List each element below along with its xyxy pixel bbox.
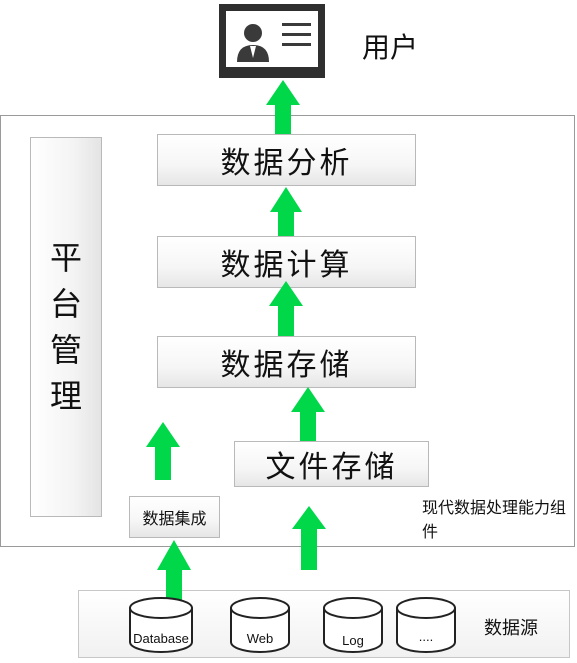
data-storage-box: 数据存储 <box>157 336 416 388</box>
user-id-card-icon <box>219 4 325 78</box>
data-analysis-box: 数据分析 <box>157 134 416 186</box>
web-cylinder-icon <box>230 597 290 653</box>
log-cylinder-icon <box>323 597 383 653</box>
platform-management-panel: 平 台 管 理 <box>30 137 102 517</box>
data-integration-box: 数据集成 <box>129 496 220 538</box>
file-storage-box: 文件存储 <box>234 441 429 487</box>
arrow-to-file-storage <box>292 506 326 570</box>
platform-char-2: 台 <box>49 285 82 323</box>
data-source-label: 数据源 <box>484 618 538 639</box>
component-caption: 现代数据处理能力组件 <box>422 498 567 541</box>
user-label: 用户 <box>362 31 419 64</box>
arrow-to-analysis <box>270 187 302 236</box>
source-web-label: Web <box>247 631 274 646</box>
platform-char-3: 管 <box>49 331 82 369</box>
source-log-label: Log <box>342 633 364 648</box>
arrow-to-platform <box>146 422 180 480</box>
more-cylinder-icon <box>396 597 456 653</box>
source-database-label: Database <box>133 631 189 646</box>
arrow-to-integration <box>157 540 191 605</box>
platform-char-1: 平 <box>49 239 82 277</box>
arrow-to-compute <box>269 281 303 336</box>
arrow-to-storage <box>291 387 325 441</box>
database-cylinder-icon <box>129 597 193 653</box>
platform-char-4: 理 <box>49 377 82 415</box>
arrow-to-user <box>266 80 300 134</box>
data-compute-box: 数据计算 <box>157 236 416 288</box>
source-more-label: .... <box>419 629 433 644</box>
